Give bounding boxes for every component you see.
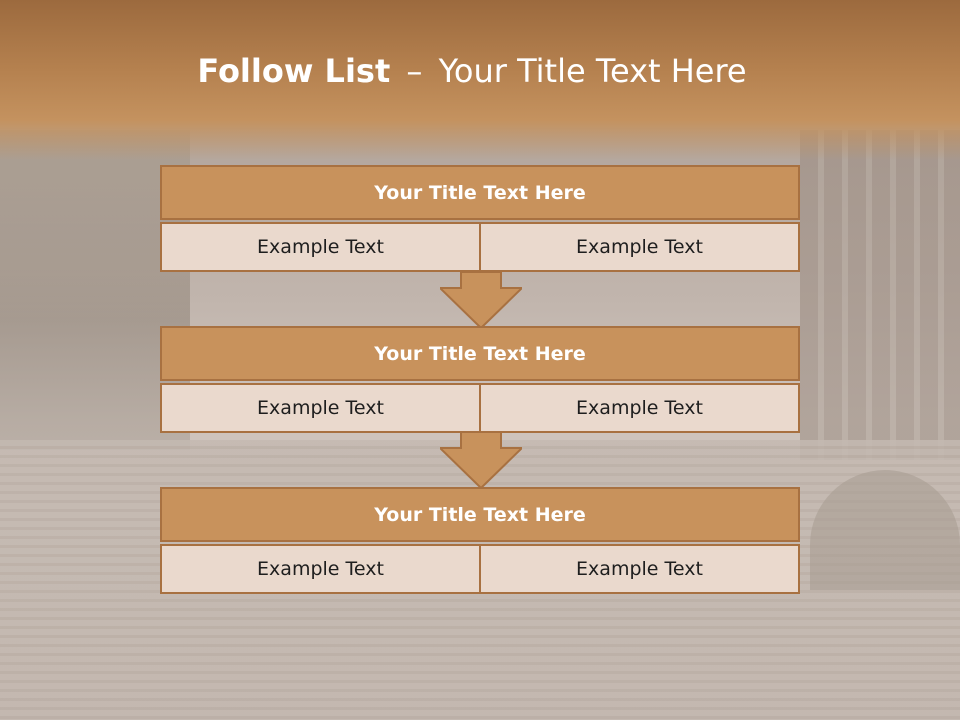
list-block-cell-left: Example Text xyxy=(160,383,481,433)
list-block-2: Your Title Text Here Example Text Exampl… xyxy=(160,326,800,433)
list-block-row: Example Text Example Text xyxy=(160,383,800,433)
list-block-title: Your Title Text Here xyxy=(160,165,800,220)
down-arrow-icon xyxy=(440,272,522,328)
list-block-3: Your Title Text Here Example Text Exampl… xyxy=(160,487,800,594)
list-block-row: Example Text Example Text xyxy=(160,544,800,594)
list-block-cell-left: Example Text xyxy=(160,544,481,594)
page-title-bold: Follow List xyxy=(197,52,391,90)
list-block-cell-right: Example Text xyxy=(481,544,800,594)
list-block-1: Your Title Text Here Example Text Exampl… xyxy=(160,165,800,272)
page-title: Follow List – Your Title Text Here xyxy=(0,52,944,90)
down-arrow-icon xyxy=(440,432,522,488)
list-block-cell-right: Example Text xyxy=(481,222,800,272)
header-band xyxy=(0,0,960,160)
list-block-cell-left: Example Text xyxy=(160,222,481,272)
background-buildings xyxy=(800,130,960,460)
list-block-title: Your Title Text Here xyxy=(160,326,800,381)
page-title-separator: – xyxy=(406,52,423,90)
background-trees xyxy=(0,130,190,450)
list-block-cell-right: Example Text xyxy=(481,383,800,433)
page-title-rest: Your Title Text Here xyxy=(438,52,747,90)
list-block-title: Your Title Text Here xyxy=(160,487,800,542)
background-bridge xyxy=(810,470,960,590)
list-block-row: Example Text Example Text xyxy=(160,222,800,272)
